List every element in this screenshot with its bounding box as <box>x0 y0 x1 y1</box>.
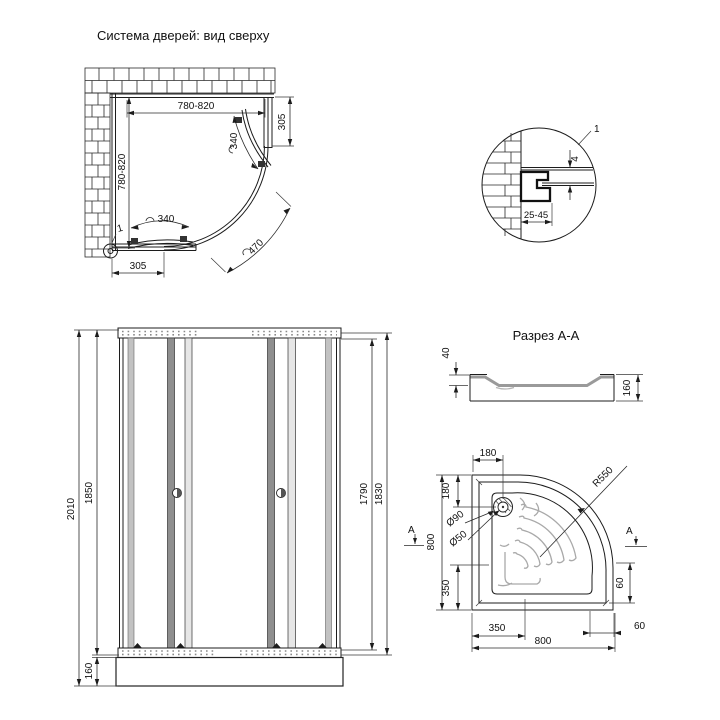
tray-dimensions: 180 180 800 350 350 800 60 60 R5 <box>404 448 647 652</box>
dim-door-top: 340 <box>229 132 240 149</box>
dim-drain-offset-x: 180 <box>480 448 497 459</box>
svg-text:A: A <box>408 525 415 536</box>
door-roller <box>180 236 187 242</box>
anti-slip-pattern <box>497 497 577 587</box>
dim-tray-height-section: 160 <box>622 379 633 396</box>
outer-frame <box>119 338 341 648</box>
glass-front-arc-outer <box>163 145 269 251</box>
tray-floor-edge <box>491 492 593 595</box>
dim-depth-tray: 800 <box>426 533 437 550</box>
dim-opening-height: 1830 <box>374 482 385 505</box>
dim-door-bottom: 340 <box>158 214 175 225</box>
dim-total-height: 2010 <box>66 497 77 520</box>
door-guides <box>133 643 327 648</box>
door-handle-right <box>276 488 286 498</box>
tray-outer-edge <box>471 474 614 611</box>
shower-tray-front <box>115 656 344 687</box>
sliding-door-top <box>241 108 272 168</box>
dim-side-panel-right: 305 <box>277 113 288 130</box>
door-roller <box>131 238 138 244</box>
tray-rim <box>478 481 607 604</box>
wall-profile-left <box>127 337 135 649</box>
glass-panel-lines <box>521 167 594 186</box>
door-stile <box>267 337 275 649</box>
wall-profile-section <box>519 170 552 203</box>
section-marker-left: A <box>404 525 424 546</box>
door-roller <box>235 117 242 123</box>
door-handle-left <box>172 488 182 498</box>
svg-text:A: A <box>626 526 633 537</box>
door-roller <box>258 161 265 167</box>
dim-drain-inner: Ø50 <box>448 529 470 550</box>
brick-wall-left <box>84 92 111 258</box>
section-dimensions: 40 160 <box>441 347 643 402</box>
arc-length-symbol <box>145 217 155 222</box>
dim-depth-left: 780-820 <box>117 153 128 190</box>
dim-glass-height: 1850 <box>84 481 95 504</box>
front-view: 2010 1850 160 1790 1830 <box>66 327 392 687</box>
detail-circle <box>481 127 597 243</box>
arc-length-symbol <box>242 248 251 256</box>
top-rail <box>117 327 342 339</box>
dim-seat-x: 350 <box>489 623 506 634</box>
wall-profile-right <box>325 337 332 649</box>
detail-view: 1 4 25-45 <box>481 124 600 243</box>
dim-profile-range: 25-45 <box>524 210 548 221</box>
top-view-dimensions: 780-820 780-820 305 305 340 340 470 1 <box>111 96 294 278</box>
dim-radius: R550 <box>591 465 616 490</box>
dim-front-arc: 470 <box>246 237 266 257</box>
top-view: Система дверей: вид сверху <box>84 28 294 278</box>
dim-rim-depth: 40 <box>441 347 452 359</box>
dim-gap: 4 <box>570 156 581 162</box>
glass-front-arc-inner <box>163 145 265 247</box>
enclosure-frame <box>103 93 274 259</box>
dim-edge-bottom: 60 <box>634 621 646 632</box>
brick-wall-top <box>84 67 276 94</box>
dim-tray-height-front: 160 <box>84 662 95 679</box>
fixed-stile <box>184 337 193 649</box>
corner-post <box>103 243 118 259</box>
front-view-dimensions: 2010 1850 160 1790 1830 <box>66 329 392 687</box>
detail-callout-label: 1 <box>116 223 125 235</box>
dim-drain-outer: Ø90 <box>445 509 467 530</box>
bottom-rail <box>117 647 342 658</box>
section-title: Разрез А-А <box>513 328 580 343</box>
tray-view: 180 180 800 350 350 800 60 60 R5 <box>404 448 647 652</box>
dim-door-glass-height: 1790 <box>359 482 370 505</box>
detail-brick-wall <box>482 131 522 239</box>
arc-length-symbol <box>228 145 234 154</box>
drain-hint <box>495 386 515 390</box>
detail-dimensions: 4 25-45 <box>521 150 581 226</box>
dim-drain-offset-y: 180 <box>441 482 452 499</box>
fixed-stile <box>287 337 296 649</box>
dim-seat-y: 350 <box>441 579 452 596</box>
section-view: Разрез А-А 40 160 <box>441 328 643 402</box>
top-view-title: Система дверей: вид сверху <box>97 28 270 43</box>
section-marker-right: A <box>625 526 647 547</box>
tray-section-shell <box>470 375 614 387</box>
dim-width-top: 780-820 <box>178 101 215 112</box>
detail-callout: 1 <box>594 124 600 135</box>
dim-width-tray: 800 <box>535 636 552 647</box>
dim-side-panel-bottom: 305 <box>130 261 147 272</box>
dim-edge-right: 60 <box>615 577 626 589</box>
tray-section-outline <box>469 374 615 402</box>
